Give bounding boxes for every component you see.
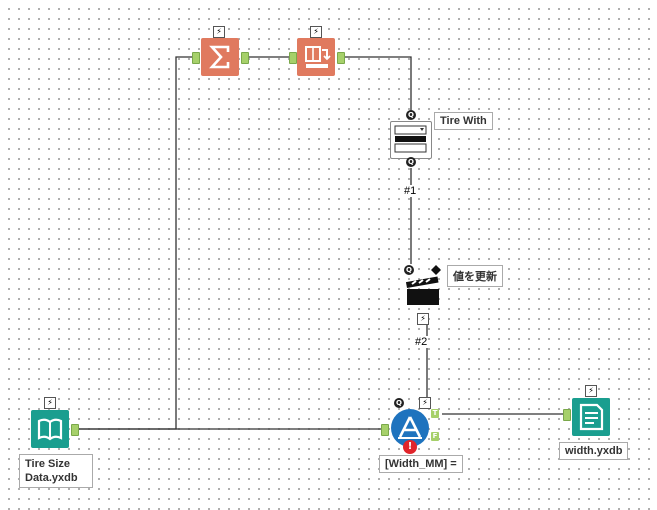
dropdown-tool-label: Tire With — [434, 112, 493, 130]
connection-label-1: #1 — [403, 185, 418, 197]
output-anchor[interactable] — [71, 424, 79, 436]
bolt-icon: ⚡ — [213, 26, 225, 38]
cross-tab-tool[interactable] — [297, 38, 335, 76]
filter-tool-label: [Width_MM] = — [379, 455, 463, 473]
output-document-icon — [579, 403, 604, 431]
book-icon — [37, 418, 63, 441]
output-data-tool[interactable] — [572, 398, 610, 436]
true-anchor[interactable]: T — [431, 409, 439, 418]
question-anchor-icon[interactable]: Q — [406, 110, 416, 120]
input-tool-label-line2: Data.yxdb — [25, 472, 78, 484]
input-anchor[interactable] — [381, 424, 389, 436]
false-anchor[interactable]: F — [431, 432, 439, 441]
bolt-icon: ⚡ — [585, 385, 597, 397]
question-anchor-icon[interactable]: Q — [406, 157, 416, 167]
output-anchor[interactable] — [241, 52, 249, 64]
crosstab-icon — [305, 46, 331, 68]
error-icon[interactable]: ! — [403, 440, 417, 454]
bolt-icon: ⚡ — [417, 313, 429, 325]
connection-input-to-summarize — [79, 56, 193, 430]
clapperboard-icon — [405, 265, 441, 305]
action-tool[interactable] — [404, 264, 444, 308]
filter-a-icon — [398, 416, 422, 439]
output-tool-label: width.yxdb — [559, 442, 629, 460]
input-anchor[interactable] — [289, 52, 297, 64]
question-anchor-icon[interactable]: Q — [394, 398, 404, 408]
connection-crosstab-to-dropdown — [345, 56, 412, 114]
bolt-icon: ⚡ — [44, 397, 56, 409]
output-anchor[interactable] — [337, 52, 345, 64]
sigma-icon — [209, 45, 230, 69]
connection-label-2: #2 — [414, 336, 429, 348]
dropdown-list-icon — [394, 125, 427, 153]
input-anchor[interactable] — [192, 52, 200, 64]
bolt-icon: ⚡ — [419, 397, 431, 409]
input-tool-label-line1: Tire Size — [25, 458, 71, 470]
summarize-tool[interactable] — [201, 38, 239, 76]
input-tool-label: Tire Size Data.yxdb — [19, 454, 93, 488]
dropdown-interface-tool[interactable] — [390, 121, 432, 159]
input-anchor[interactable] — [563, 409, 571, 421]
action-tool-label: 値を更新 — [447, 265, 503, 287]
input-data-tool[interactable] — [31, 410, 69, 448]
bolt-icon: ⚡ — [310, 26, 322, 38]
question-anchor-icon[interactable]: Q — [404, 265, 414, 275]
